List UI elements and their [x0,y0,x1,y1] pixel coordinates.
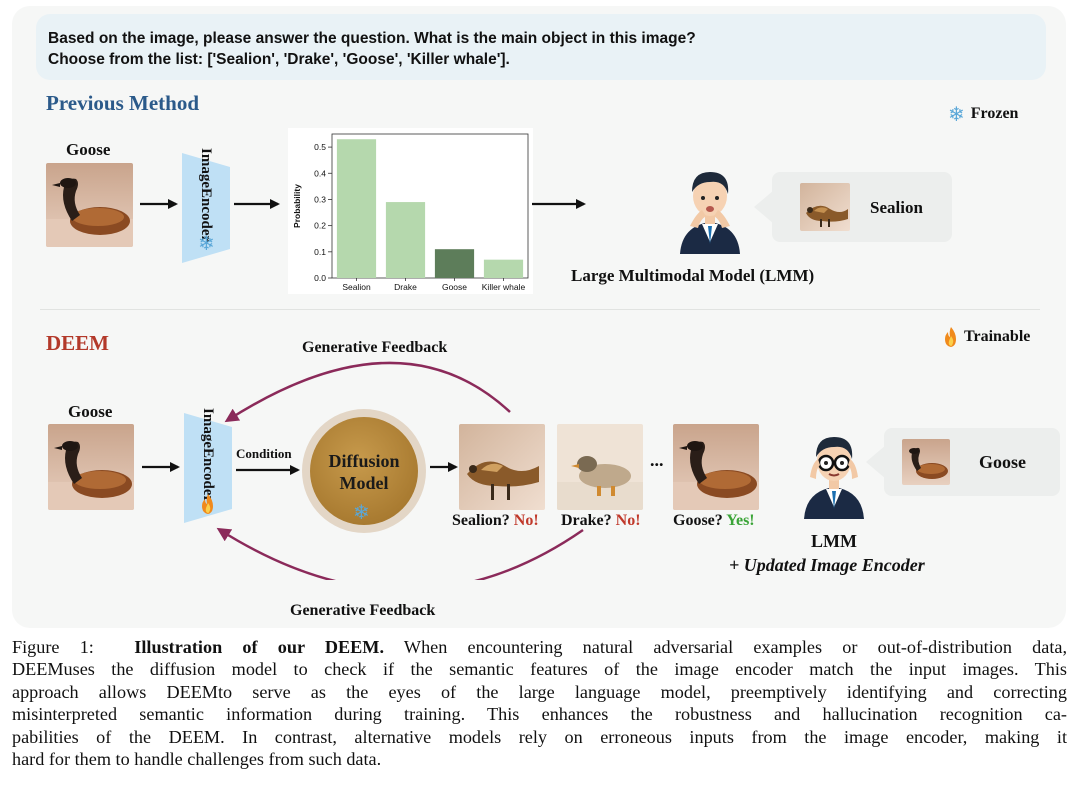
encoder-label-2: Encoder [200,447,216,503]
y-tick-label: 0.2 [314,221,326,231]
lmm-person-glasses-icon [796,427,872,519]
goose-photo [48,424,134,510]
question-line-2: Choose from the list: ['Sealion', 'Drake… [48,51,510,68]
answer-bubble-previous: Sealion [754,172,952,242]
encoder-label-2: Encoder [198,187,214,243]
answer-bubble-deem: Goose [866,428,1060,496]
figure-panel [12,6,1066,628]
caption-line-4: misinterpreted semantic information duri… [12,704,1067,725]
check-verdict: Yes! [726,512,755,529]
flame-icon [199,493,217,515]
arrow-input-to-encoder [140,199,178,209]
caption-line-2: DEEMuses the diffusion model to check if… [12,659,1067,680]
answer-text-deem: Goose [979,452,1026,472]
frozen-label: Frozen [970,105,1019,122]
check-question: Sealion? [452,512,510,529]
check-sealion: Sealion? No! [452,512,539,530]
y-tick-label: 0.4 [314,168,326,178]
flame-icon [942,326,960,348]
feedback-arrows [216,361,584,580]
diffusion-label-2: Model [339,473,389,493]
deem-title: DEEM [46,331,109,355]
lmm-person-icon [672,162,748,254]
lmm-short-label: LMM [811,531,857,551]
check-verdict: No! [513,512,539,529]
caption-bold: Illustration of our DEEM. [134,637,385,657]
arrow-encoder-to-diffusion [236,465,300,475]
deem-input-label: Goose [68,402,113,421]
check-verdict: No! [615,512,641,529]
goose-photo-small [902,439,950,485]
bar-sealion [336,139,377,278]
chart-frame [331,133,529,279]
frozen-legend: ❄ Frozen [948,104,1018,124]
sealion-photo [800,183,850,231]
caption-line-1: When encountering natural adversarial ex… [403,637,1068,657]
ellipsis: ... [650,450,664,470]
snowflake-icon: ❄ [198,231,215,255]
arrow-encoder-to-chart [234,199,280,209]
caption-line-3: approach allows DEEMto serve as the eyes… [12,681,1067,702]
x-tick-label: Goose [442,282,467,292]
bar-drake [385,202,426,278]
diffusion-model: Diffusion Model ❄ [301,408,427,534]
caption-line-6: hard for them to handle challenges from … [12,749,382,770]
x-tick-label: Killer whale [482,282,526,292]
feedback-arrow-top [224,361,511,423]
goose-photo [46,163,133,247]
trainable-label: Trainable [964,328,1031,345]
answer-text-previous: Sealion [870,198,923,217]
arrow-diffusion-to-samples [430,462,458,472]
generated-sealion-image [459,424,545,510]
lmm-label: Large Multimodal Model (LMM) [571,266,815,285]
check-question: Drake? [561,512,612,529]
feedback-label-bottom: Generative Feedback [290,602,436,619]
y-axis-label: Probability [292,184,302,228]
y-tick-label: 0.3 [314,194,326,204]
y-tick-label: 0.1 [314,247,326,257]
previous-input-label: Goose [66,140,111,159]
arrow-chart-to-lmm [532,199,586,209]
x-tick-label: Drake [394,282,417,292]
bar-goose [434,249,475,278]
snowflake-icon: ❄ [353,500,370,524]
arrow-input-to-encoder [142,462,180,472]
question-line-1: Based on the image, please answer the qu… [48,30,696,47]
y-tick-label: 0.5 [314,142,326,152]
feedback-arrow-bottom [216,527,584,580]
x-tick-label: Sealion [342,282,371,292]
y-tick-label: 0.0 [314,273,326,283]
check-goose: Goose? Yes! [673,512,755,530]
bar-killer-whale [483,259,524,278]
condition-label: Condition [236,446,292,461]
encoder-label-1: Image [200,407,216,448]
feedback-label-top: Generative Feedback [302,339,448,356]
section-divider [40,309,1040,310]
encoder-label-1: Image [198,147,214,188]
caption-prefix: Figure 1: [12,637,94,657]
previous-method-title: Previous Method [46,91,200,115]
generated-drake-image [557,424,643,510]
trainable-legend: Trainable [942,326,1030,348]
question-box: Based on the image, please answer the qu… [36,14,1046,80]
generated-goose-image [673,424,759,510]
caption-line-5: pabilities of the DEEM. In contrast, alt… [12,726,1067,747]
diffusion-label-1: Diffusion [328,451,400,471]
updated-encoder-label: + Updated Image Encoder [729,555,925,575]
figure-caption: Figure 1: Illustration of our DEEM. When… [12,636,1067,770]
snowflake-icon: ❄ [948,102,965,126]
check-drake: Drake? No! [561,512,641,530]
check-question: Goose? [673,512,723,529]
